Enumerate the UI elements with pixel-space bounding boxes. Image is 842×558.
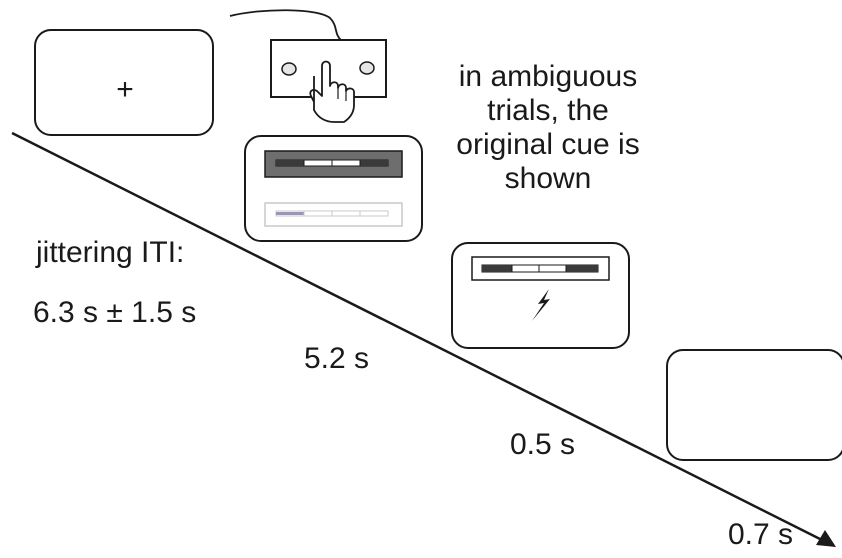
fixation-cross: + [116,73,134,106]
ambiguous-trials-note: in ambiguous trials, the original cue is… [456,60,640,195]
stimulus-cue-inner-right [566,265,598,272]
blank-duration: 0.7 s [728,518,794,551]
iti-label: jittering ITI: [36,236,185,269]
response-button-left [281,62,297,76]
cue-bar-inner-right [360,160,388,166]
cue-bar-inner-left [276,160,304,166]
response-button-right [359,61,375,75]
time-axis-arrowhead [816,530,836,547]
cue-bar-light-accent [276,212,304,215]
cue-duration: 5.2 s [304,342,370,375]
iti-value: 6.3 s ± 1.5 s [33,296,197,329]
response-box-cable [229,9,342,41]
blank-screen [666,349,842,461]
pointing-hand-icon [309,60,355,123]
stimulus-duration: 0.5 s [510,428,576,461]
fixation-screen [34,29,214,136]
time-axis-line [11,131,823,542]
stimulus-cue-inner-left [482,265,512,272]
